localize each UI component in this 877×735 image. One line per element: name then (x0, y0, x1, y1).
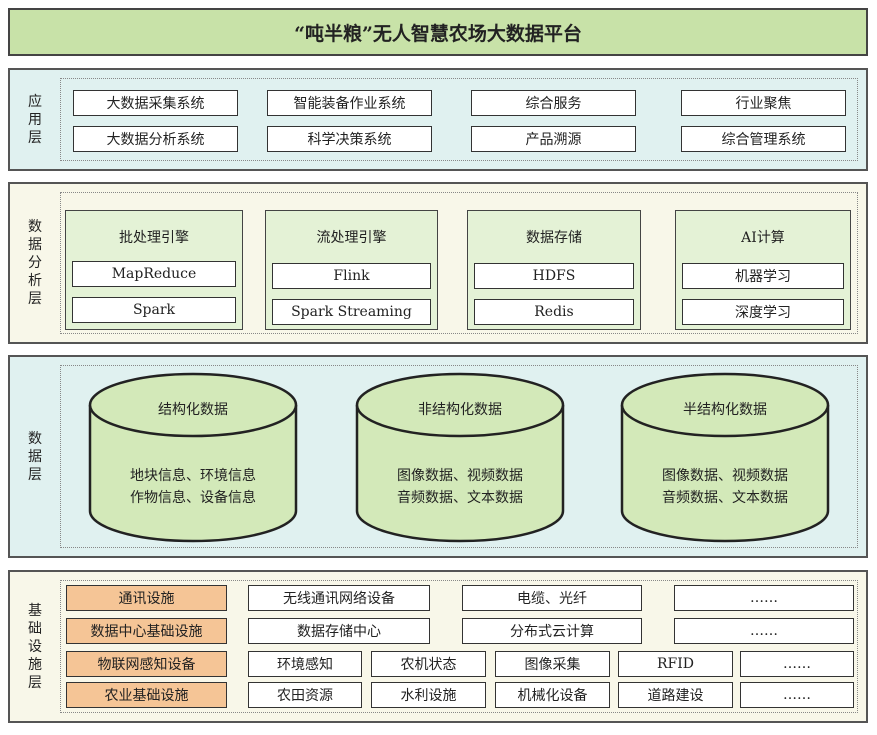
group-title: 数据存储 (526, 230, 582, 246)
application-layer: 应用层 大数据采集系统 智能装备作业系统 综合服务 行业聚焦 大数据分析系统 科… (8, 68, 868, 171)
cylinder-icon (355, 372, 565, 543)
infra-item: 机械化设备 (495, 682, 610, 708)
infra-category: 通讯设施 (66, 585, 227, 611)
infra-item: 电缆、光纤 (462, 585, 642, 611)
infra-item: 数据存储中心 (248, 618, 430, 644)
store-title: 半结构化数据 (683, 402, 767, 418)
analysis-group: 流处理引擎 Flink Spark Streaming (265, 210, 438, 330)
infra-item: RFID (618, 651, 733, 677)
database-cylinder: 半结构化数据 图像数据、视频数据音频数据、文本数据 (620, 371, 830, 543)
store-detail: 图像数据、视频数据 (397, 468, 523, 484)
infra-item: 无线通讯网络设备 (248, 585, 430, 611)
layer-label: 数据分析层 (28, 219, 42, 307)
infra-category: 物联网感知设备 (66, 651, 227, 677)
store-detail: 图像数据、视频数据 (662, 468, 788, 484)
infra-item: 环境感知 (248, 651, 362, 677)
engine-item: Spark (72, 297, 236, 323)
infra-item: …… (740, 651, 854, 677)
data-layer: 数据层 结构化数据 地块信息、环境信息作物信息、设备信息 非结构化数据 图像数据… (8, 355, 868, 558)
ai-item: 机器学习 (682, 263, 844, 289)
app-item: 产品溯源 (471, 126, 636, 152)
infra-category: 农业基础设施 (66, 682, 227, 708)
app-item: 智能装备作业系统 (267, 90, 432, 116)
group-title: 批处理引擎 (119, 230, 189, 246)
app-item: 综合管理系统 (681, 126, 846, 152)
infra-item: …… (674, 618, 854, 644)
infra-item: 农田资源 (248, 682, 362, 708)
engine-item: Spark Streaming (272, 299, 431, 325)
analysis-group: 批处理引擎 MapReduce Spark (65, 210, 243, 330)
store-title: 结构化数据 (158, 402, 228, 418)
engine-item: Flink (272, 263, 431, 289)
app-item: 综合服务 (471, 90, 636, 116)
app-item: 科学决策系统 (267, 126, 432, 152)
database-cylinder: 非结构化数据 图像数据、视频数据音频数据、文本数据 (355, 371, 565, 543)
platform-title: “吨半粮”无人智慧农场大数据平台 (8, 8, 868, 56)
infra-category: 数据中心基础设施 (66, 618, 227, 644)
storage-item: Redis (474, 299, 634, 325)
group-title: AI计算 (741, 230, 785, 246)
store-detail: 音频数据、文本数据 (397, 490, 523, 506)
app-item: 大数据分析系统 (73, 126, 238, 152)
infra-item: 农机状态 (371, 651, 486, 677)
infrastructure-layer: 基础设施层 通讯设施 无线通讯网络设备 电缆、光纤 …… 数据中心基础设施 数据… (8, 570, 868, 723)
layer-label: 基础设施层 (28, 602, 42, 691)
cylinder-icon (620, 372, 830, 543)
group-title: 流处理引擎 (316, 230, 387, 246)
analysis-group: AI计算 机器学习 深度学习 (675, 210, 851, 330)
infra-item: 水利设施 (371, 682, 486, 708)
app-item: 大数据采集系统 (73, 90, 238, 116)
engine-item: MapReduce (72, 261, 236, 287)
storage-item: HDFS (474, 263, 634, 289)
cylinder-icon (88, 372, 298, 543)
analysis-group: 数据存储 HDFS Redis (467, 210, 641, 330)
infra-item: …… (740, 682, 854, 708)
infra-item: 分布式云计算 (462, 618, 642, 644)
layer-label: 数据层 (28, 430, 42, 483)
infra-item: 图像采集 (495, 651, 610, 677)
infra-item: …… (674, 585, 854, 611)
ai-item: 深度学习 (682, 299, 844, 325)
store-detail: 音频数据、文本数据 (662, 490, 788, 506)
app-item: 行业聚焦 (681, 90, 846, 116)
store-detail: 地块信息、环境信息 (130, 468, 256, 484)
database-cylinder: 结构化数据 地块信息、环境信息作物信息、设备信息 (88, 371, 298, 543)
store-title: 非结构化数据 (418, 402, 502, 418)
store-detail: 作物信息、设备信息 (130, 490, 256, 506)
layer-label: 应用层 (28, 93, 42, 146)
analysis-layer: 数据分析层 批处理引擎 MapReduce Spark 流处理引擎 Flink … (8, 182, 868, 344)
infra-item: 道路建设 (618, 682, 733, 708)
